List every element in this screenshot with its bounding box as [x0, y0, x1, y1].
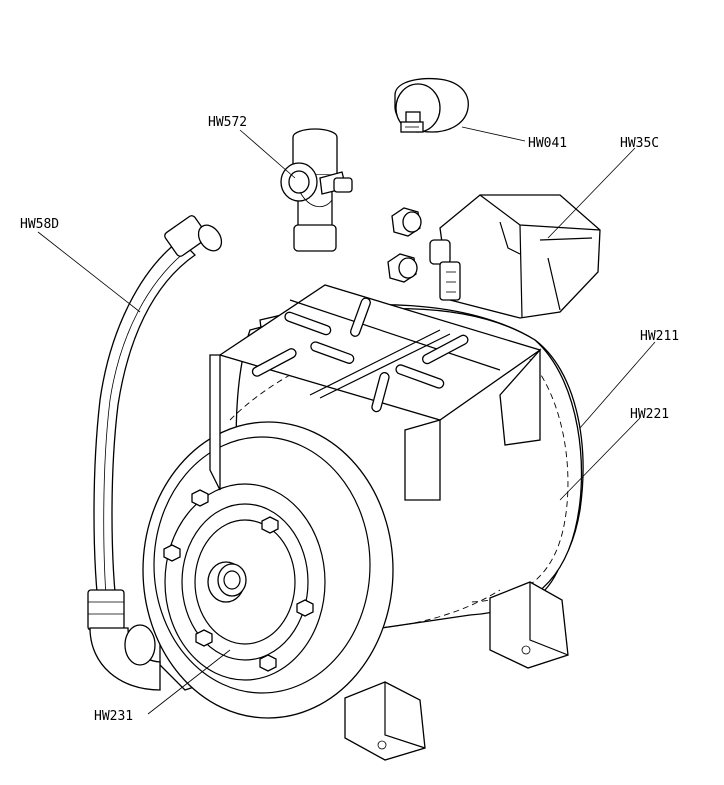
- label-hw221: HW221: [630, 407, 669, 422]
- pressure-gauge: [394, 77, 469, 133]
- front-flange: [142, 421, 394, 719]
- five-way-connector: [280, 128, 353, 252]
- pressure-switch: [429, 194, 601, 319]
- label-hw211: HW211: [640, 329, 679, 344]
- label-hw041: HW041: [528, 136, 567, 151]
- brass-fittings: [387, 207, 422, 283]
- label-hw572: HW572: [208, 115, 247, 130]
- pump-bracket: [209, 284, 542, 501]
- leader-lines: [37, 126, 656, 715]
- label-hw231: HW231: [94, 709, 133, 724]
- flange-bolts: [163, 489, 314, 672]
- flexible-hose: [87, 215, 223, 691]
- label-hw58d: HW58D: [20, 217, 59, 232]
- label-hw35c: HW35C: [620, 136, 659, 151]
